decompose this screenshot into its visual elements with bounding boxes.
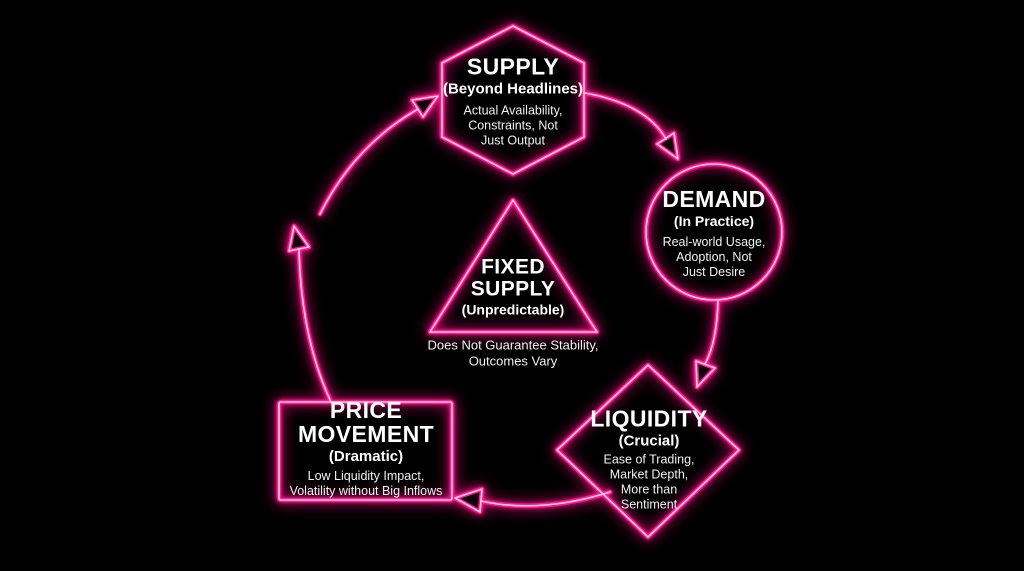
fixed-supply-subtitle: (Unpredictable) [461,301,565,318]
price-movement-subtitle: (Dramatic) [328,447,404,465]
fixed-supply-caption: Does Not Guarantee Stability, Outcomes V… [403,337,623,368]
arrow-price-to-supply-upper [317,106,421,217]
supply-title: SUPPLY [466,53,560,80]
demand-description: Real-world Usage, Adoption, Not Just Des… [662,235,766,280]
liquidity-subtitle: (Crucial) [618,432,680,450]
price-movement-title: PRICE MOVEMENT [297,396,435,447]
liquidity-description: Ease of Trading, Market Depth, More than… [603,452,695,512]
price-movement-node: PRICE MOVEMENT (Dramatic) Low Liquidity … [274,396,459,499]
supply-node: SUPPLY (Beyond Headlines) Actual Availab… [418,53,608,148]
demand-title: DEMAND [662,185,766,212]
fixed-supply-description: Does Not Guarantee Stability, Outcomes V… [427,337,599,368]
supply-subtitle: (Beyond Headlines) [442,80,584,98]
neon-core-layer [278,25,783,538]
fixed-supply-node: FIXED SUPPLY (Unpredictable) [433,256,593,317]
demand-node: DEMAND (In Practice) Real-world Usage, A… [639,185,789,280]
price-movement-description: Low Liquidity Impact, Volatility without… [289,469,443,499]
arrow-demand-to-liquidity [702,297,721,367]
arrow-price-to-supply-lower [296,246,334,405]
demand-subtitle: (In Practice) [673,212,755,229]
supply-description: Actual Availability, Constraints, Not Ju… [463,103,563,148]
fixed-supply-title: FIXED SUPPLY [470,255,556,301]
liquidity-node: LIQUIDITY (Crucial) Ease of Trading, Mar… [574,405,724,512]
liquidity-title: LIQUIDITY [590,405,708,432]
